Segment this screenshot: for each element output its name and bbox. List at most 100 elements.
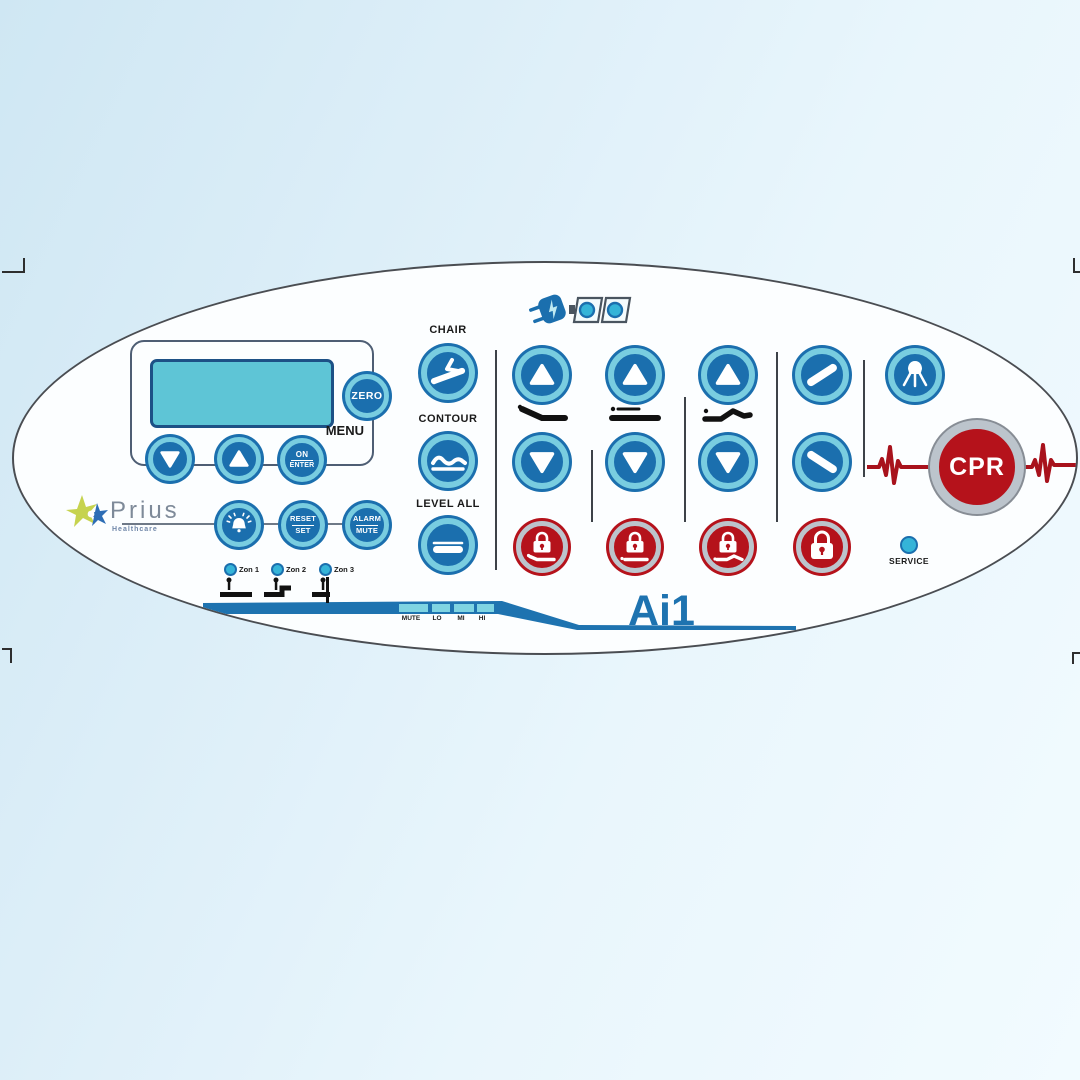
triangle-up-icon (229, 450, 249, 467)
contour-preset-button[interactable] (421, 434, 475, 488)
reverse-trendelenburg-button[interactable] (795, 435, 849, 489)
zone-1-indicator: Zon 1 (224, 563, 259, 576)
zone-3-label: Zon 3 (334, 565, 354, 574)
lock-leg-icon (713, 531, 744, 562)
chair-label: CHAIR (429, 324, 467, 336)
volume-segment-lo (432, 604, 450, 612)
exam-light-icon (902, 361, 928, 388)
triangle-down-icon (160, 451, 180, 468)
zero-button[interactable]: ZERO (345, 374, 389, 418)
volume-segment-mute (399, 604, 428, 612)
reset-label: RESET (289, 513, 316, 523)
set-label: SET (295, 525, 311, 535)
nurse-alert-button[interactable] (217, 503, 261, 547)
backrest-down-button[interactable] (515, 435, 569, 489)
triangle-down-icon (529, 452, 555, 474)
flat-bed-icon (432, 541, 464, 553)
divider-col1 (591, 450, 593, 522)
menu-down-button[interactable] (148, 437, 192, 481)
contour-position-icon (431, 455, 467, 471)
zone-2-label: Zon 2 (286, 565, 306, 574)
tilt-up-icon (807, 363, 837, 387)
power-status-icons (529, 294, 632, 324)
zone-2-led (271, 563, 284, 576)
zone-2-indicator: Zon 2 (271, 563, 306, 576)
level-all-label: LEVEL ALL (416, 498, 480, 510)
menu-label: MENU (325, 423, 364, 438)
volume-segment-mi (454, 604, 474, 612)
leg-section-lock-button[interactable] (702, 521, 754, 573)
leg-section-up-button[interactable] (701, 348, 755, 402)
service-label: SERVICE (889, 556, 929, 566)
model-name: Ai1 (628, 587, 695, 635)
backrest-lock-button[interactable] (516, 521, 568, 573)
volume-label-lo: LO (432, 615, 442, 622)
zero-button-label: ZERO (351, 390, 383, 402)
triangle-up-icon (529, 363, 555, 385)
enter-label: ENTER (289, 462, 315, 470)
cpr-release-button[interactable]: CPR (930, 420, 1024, 514)
mute-label: MUTE (355, 525, 379, 535)
crop-mark-bottom-right (1072, 652, 1080, 664)
volume-label-hi: HI (478, 615, 486, 622)
triangle-down-icon (715, 452, 741, 474)
on-enter-button[interactable]: ON ENTER (280, 438, 324, 482)
zone-1-led (224, 563, 237, 576)
zone-1-position-icon (220, 577, 252, 597)
crop-mark-bottom-left (2, 648, 12, 663)
brand-name: Prius (110, 497, 180, 524)
backrest-up-button[interactable] (515, 348, 569, 402)
volume-label-mi: MI (457, 615, 465, 622)
triangle-down-icon (622, 452, 648, 474)
alarm-bell-icon (226, 512, 252, 533)
trendelenburg-button[interactable] (795, 348, 849, 402)
tilt-down-icon (807, 450, 837, 474)
bed-height-up-button[interactable] (608, 348, 662, 402)
bed-height-down-button[interactable] (608, 435, 662, 489)
lock-all-button[interactable] (796, 521, 848, 573)
cpr-label: CPR (949, 452, 1005, 481)
lock-backrest-icon (526, 531, 556, 562)
volume-segment-hi (477, 604, 494, 612)
lock-flat-icon (620, 531, 649, 562)
alarm-mute-button[interactable]: ALARM MUTE (345, 503, 389, 547)
exam-light-button[interactable] (888, 348, 942, 402)
swoosh-stripe (203, 601, 796, 630)
keypad-panel: MUTE LO MI HI Ai1 M (12, 261, 1078, 655)
reset-set-button[interactable]: RESET SET (281, 503, 325, 547)
menu-up-button[interactable] (217, 437, 261, 481)
battery-cell-2-icon (600, 296, 632, 324)
contour-label: CONTOUR (418, 413, 478, 425)
leg-section-down-button[interactable] (701, 435, 755, 489)
brand-tagline: Healthcare (112, 526, 158, 533)
service-led (900, 536, 918, 554)
zone-1-label: Zon 1 (239, 565, 259, 574)
level-all-button[interactable] (421, 518, 475, 572)
triangle-up-icon (622, 363, 648, 385)
alarm-label: ALARM (352, 513, 382, 523)
zone-3-led (319, 563, 332, 576)
zone-3-position-icon (312, 577, 330, 603)
chair-preset-button[interactable] (421, 346, 475, 400)
backrest-section-icon (517, 404, 568, 421)
volume-label-mute: MUTE (401, 615, 421, 622)
crop-mark-top-right (1073, 258, 1080, 273)
leg-section-icon (702, 408, 753, 422)
divider-col2 (684, 397, 686, 522)
divider-presets (495, 350, 497, 570)
power-plug-icon (529, 294, 566, 324)
bed-height-lock-button[interactable] (609, 521, 661, 573)
padlock-icon (811, 530, 833, 559)
brand-figures-icon (66, 495, 108, 527)
divider-col4 (863, 360, 865, 477)
flat-section-icon (609, 406, 661, 421)
zone-position-icons (220, 577, 330, 603)
on-label: ON (295, 449, 309, 459)
triangle-up-icon (715, 363, 741, 385)
lcd-screen (150, 359, 334, 428)
battery-cell-1-icon (569, 296, 604, 324)
crop-mark-top-left (2, 258, 25, 273)
zone-2-position-icon (264, 577, 291, 597)
zone-3-indicator: Zon 3 (319, 563, 354, 576)
